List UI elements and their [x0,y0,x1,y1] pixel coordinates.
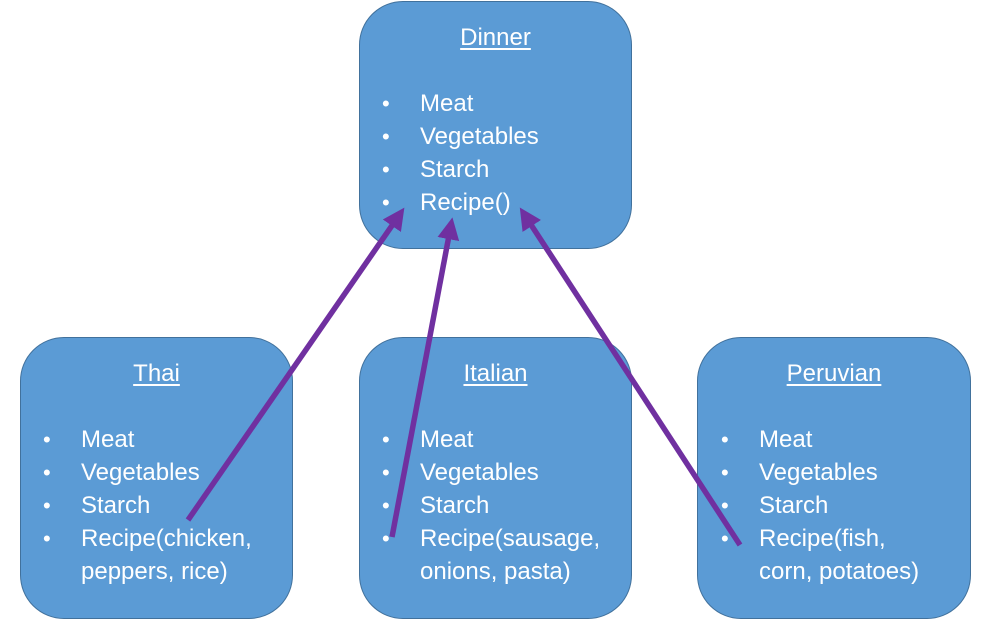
member-item: • Recipe(chicken, [43,522,252,555]
member-item: • Starch [382,489,600,522]
member-label: Meat [420,90,474,117]
member-label: Starch [759,492,829,519]
member-item: • Vegetables [721,456,919,489]
member-label: Starch [420,156,490,183]
member-label: Meat [420,426,474,453]
member-label: Meat [759,426,813,453]
class-box-thai: Thai • Meat • Vegetables • Starch • Reci… [20,337,293,619]
bullet-icon: • [382,157,390,182]
member-item: • Meat [382,423,600,456]
member-item: • Vegetables [382,120,539,153]
bullet-icon: • [382,460,390,485]
member-label: Recipe(sausage, [420,525,601,552]
member-list-thai: • Meat • Vegetables • Starch • Recipe(ch… [43,423,252,588]
class-box-italian: Italian • Meat • Vegetables • Starch • R… [359,337,632,619]
member-label: Starch [81,492,151,519]
bullet-icon: • [721,460,729,485]
bullet-icon: • [382,526,390,551]
class-title-thai: Thai [133,360,180,387]
member-label: Vegetables [420,459,539,486]
member-item-continuation: corn, potatoes) [721,555,919,588]
bullet-icon: • [43,427,51,452]
bullet-icon: • [382,190,390,215]
member-item-continuation: peppers, rice) [43,555,252,588]
bullet-icon: • [43,526,51,551]
member-label: Recipe(fish, [759,525,886,552]
class-box-peruvian: Peruvian • Meat • Vegetables • Starch • … [697,337,971,619]
member-item: • Starch [721,489,919,522]
member-item: • Meat [721,423,919,456]
member-item-continuation: onions, pasta) [382,555,600,588]
member-item: • Recipe(sausage, [382,522,600,555]
member-item: • Meat [382,87,539,120]
member-label: Vegetables [420,123,539,150]
member-label: Vegetables [759,459,878,486]
member-item: • Meat [43,423,252,456]
member-label: corn, potatoes) [759,558,920,585]
bullet-icon: • [43,460,51,485]
member-label: Starch [420,492,490,519]
member-item: • Starch [43,489,252,522]
member-item: • Vegetables [43,456,252,489]
bullet-icon: • [382,91,390,116]
bullet-icon: • [382,427,390,452]
bullet-icon: • [721,493,729,518]
member-label: Recipe() [420,189,511,216]
member-list-dinner: • Meat • Vegetables • Starch • Recipe() [382,87,539,219]
bullet-icon: • [43,493,51,518]
bullet-icon: • [382,493,390,518]
member-item: • Recipe(fish, [721,522,919,555]
member-label: peppers, rice) [81,558,228,585]
class-title-italian: Italian [463,360,528,387]
class-title-dinner: Dinner [460,24,531,51]
bullet-icon: • [382,124,390,149]
member-label: Recipe(chicken, [81,525,252,552]
member-item: • Recipe() [382,186,539,219]
member-list-peruvian: • Meat • Vegetables • Starch • Recipe(fi… [721,423,919,588]
bullet-icon: • [721,526,729,551]
member-label: Meat [81,426,135,453]
class-box-dinner: Dinner • Meat • Vegetables • Starch • Re… [359,1,632,249]
bullet-icon: • [721,427,729,452]
member-list-italian: • Meat • Vegetables • Starch • Recipe(sa… [382,423,600,588]
member-item: • Starch [382,153,539,186]
member-label: onions, pasta) [420,558,571,585]
member-item: • Vegetables [382,456,600,489]
member-label: Vegetables [81,459,200,486]
class-title-peruvian: Peruvian [786,360,882,387]
